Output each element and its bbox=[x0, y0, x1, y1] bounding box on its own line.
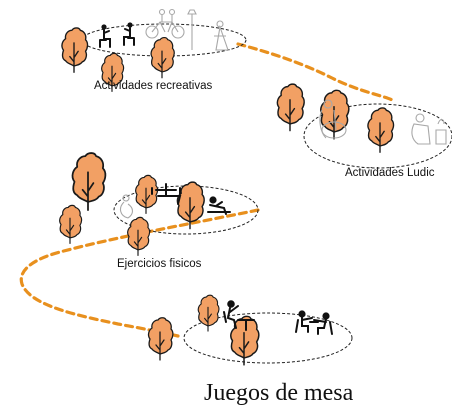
tree-icon bbox=[147, 317, 174, 361]
zone-label-ejercicios: Ejercicios fisicos bbox=[117, 258, 202, 270]
person-sitting-icon bbox=[123, 21, 135, 46]
people-group-sketch-icon bbox=[319, 99, 447, 145]
tree-icon bbox=[150, 36, 175, 79]
lamp-icon bbox=[187, 9, 197, 50]
tree-icon bbox=[276, 83, 305, 132]
tree-icon bbox=[127, 216, 151, 256]
tree-icon bbox=[367, 107, 395, 153]
person-lifting-icon bbox=[207, 196, 231, 215]
bench-press-icon bbox=[151, 183, 182, 205]
zone-label-recreativas: Actividades recreativas bbox=[94, 80, 213, 92]
yoga-sketch-icon bbox=[119, 194, 134, 219]
zone-ellipse-juegos bbox=[183, 312, 353, 364]
tree-icon bbox=[135, 174, 159, 214]
table-game-icon bbox=[223, 300, 333, 335]
connector-path bbox=[19, 42, 394, 338]
tandem-bicycle-icon bbox=[145, 8, 185, 39]
tree-icon bbox=[61, 27, 89, 73]
tree-icon bbox=[59, 204, 83, 244]
tree-icon bbox=[197, 294, 220, 332]
tree-icon bbox=[71, 152, 107, 211]
zone-label-juegos: Juegos de mesa bbox=[204, 380, 354, 406]
zone-ellipse-ludic bbox=[303, 103, 452, 169]
zone-label-ludic: Actividades Ludic bbox=[345, 167, 435, 179]
person-standing-icon bbox=[214, 20, 229, 51]
